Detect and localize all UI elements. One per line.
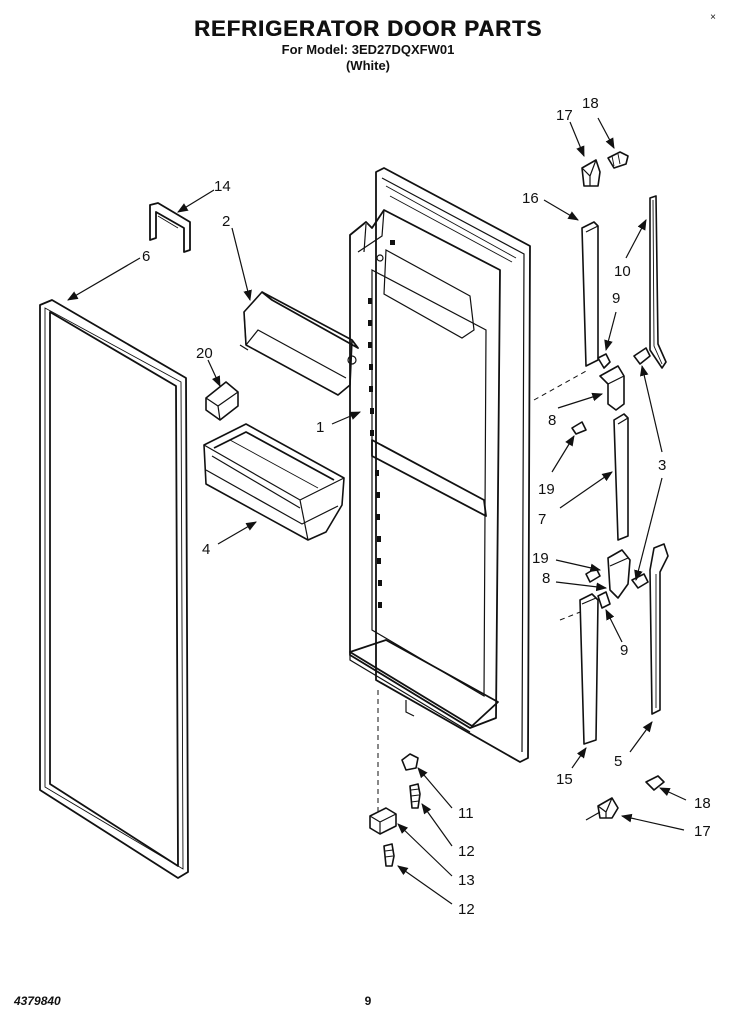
screw-19-upper (571, 421, 587, 435)
callout-19-upper: 19 (538, 481, 555, 498)
callout-5: 5 (614, 753, 622, 770)
hinge-cam-11 (401, 753, 419, 771)
callout-9-upper: 9 (612, 290, 620, 307)
callout-11: 11 (458, 805, 474, 822)
callout-18-top: 18 (582, 95, 599, 112)
page-number: 9 (364, 994, 372, 1008)
callout-4: 4 (202, 541, 210, 558)
callout-10: 10 (614, 263, 631, 280)
callout-7: 7 (538, 511, 546, 528)
callout-18-bottom: 18 (694, 795, 711, 812)
door-gasket (39, 299, 189, 879)
callout-3: 3 (658, 457, 666, 474)
color-line: (White) (345, 58, 391, 73)
callout-17-top: 17 (556, 107, 573, 124)
diagram-title: REFRIGERATOR DOOR PARTS (193, 16, 543, 41)
callout-20: 20 (196, 345, 213, 362)
callout-6: 6 (142, 248, 150, 265)
callout-16: 16 (522, 190, 539, 207)
shelf-holes (368, 240, 395, 608)
screw-12-upper (409, 783, 421, 809)
bushing-9-lower (597, 591, 611, 609)
alignment-line (533, 369, 589, 401)
stop-17-top (581, 159, 601, 187)
callout-12-lower: 12 (458, 901, 475, 918)
trim-15 (579, 593, 599, 745)
document-number: 4379840 (14, 994, 61, 1008)
strip-5 (649, 543, 669, 715)
clip-20 (205, 381, 239, 421)
corner-mark: × (710, 12, 716, 23)
hinge-13 (369, 807, 397, 835)
callout-17-bottom: 17 (694, 823, 711, 840)
callout-2: 2 (222, 213, 230, 230)
callout-8-lower: 8 (542, 570, 550, 587)
screw-12-lower (383, 843, 395, 867)
shelf-cover-2 (239, 291, 359, 396)
callout-13: 13 (458, 872, 475, 889)
model-line: For Model: 3ED27DQXFW01 (281, 42, 455, 57)
hinge-8-lower (607, 549, 631, 599)
bushing-9-upper (597, 353, 611, 369)
screw-18-bottom (645, 775, 665, 791)
callout-12-upper: 12 (458, 843, 475, 860)
callout-14: 14 (214, 178, 231, 195)
screw-3-upper (633, 347, 651, 365)
callout-19-lower: 19 (532, 550, 549, 567)
trim-16 (581, 221, 599, 367)
screw-3-lower (631, 573, 649, 589)
leader-lines (67, 117, 687, 905)
screw-18-top (607, 151, 629, 169)
callout-9-lower: 9 (620, 642, 628, 659)
strip-10 (649, 195, 667, 369)
callout-8-upper: 8 (548, 412, 556, 429)
hinge-8-upper (599, 365, 625, 411)
callouts: 14 2 6 20 1 4 17 18 16 10 9 8 3 19 7 19 … (142, 95, 711, 918)
alignment-line (559, 604, 599, 621)
stop-17-bottom (597, 797, 619, 819)
door-bin-4 (203, 423, 345, 541)
callout-15: 15 (556, 771, 573, 788)
bracket-14 (149, 202, 191, 253)
trim-7 (613, 413, 629, 541)
callout-1: 1 (316, 419, 324, 436)
door-liner-1 (349, 167, 531, 763)
